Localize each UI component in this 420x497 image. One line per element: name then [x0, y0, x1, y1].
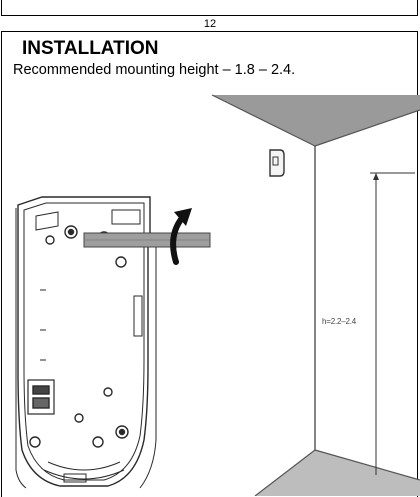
floor-edge-left	[254, 449, 316, 496]
ceiling-shade	[212, 95, 420, 146]
rotation-arrow-icon	[170, 208, 192, 265]
detector-back-plate	[15, 196, 157, 489]
floor-edge-right	[314, 449, 420, 481]
ceiling-edge-right	[314, 109, 420, 147]
floor-shade	[255, 450, 420, 496]
mounted-detector-icon	[269, 149, 285, 177]
header-frame	[1, 0, 418, 16]
installation-section-frame	[1, 31, 418, 497]
height-dimension	[370, 172, 415, 475]
height-label: h=2.2–2.4	[322, 317, 357, 326]
ceiling-edge-left	[211, 94, 316, 147]
page-number: 12	[203, 18, 217, 30]
section-subtitle: Recommended mounting height – 1.8 – 2.4.	[13, 62, 296, 78]
mounting-rod	[83, 232, 211, 248]
section-title: INSTALLATION	[22, 38, 159, 59]
